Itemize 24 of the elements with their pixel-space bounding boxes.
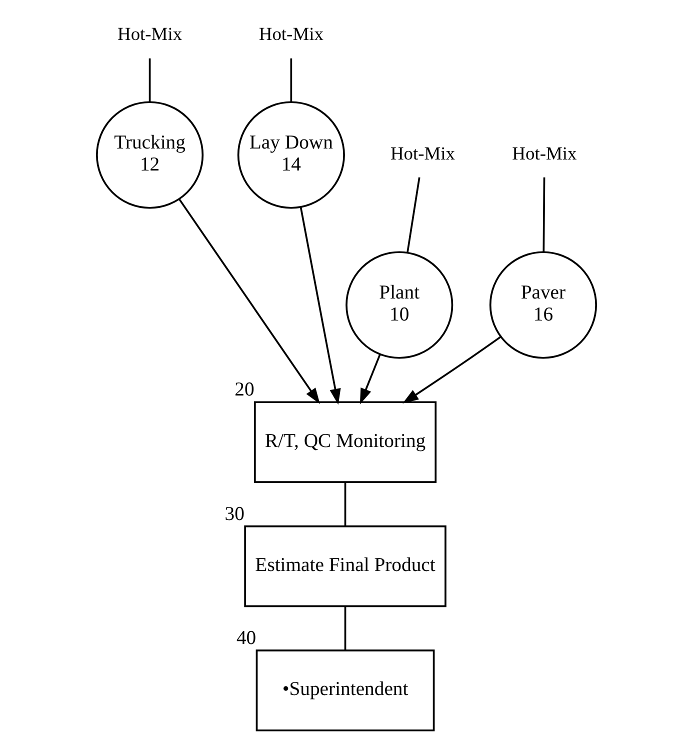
connector (344, 606, 346, 650)
node-text: Hot-Mix (390, 143, 455, 164)
connector (148, 58, 151, 102)
node-label: 20 (234, 378, 254, 401)
node-circle: Lay Down 14 (237, 101, 345, 209)
connector (290, 58, 292, 102)
node-circle: Plant 10 (346, 251, 454, 359)
node-text: Hot-Mix (118, 24, 182, 44)
connector (344, 482, 346, 526)
node-box: •Superintendent (256, 650, 435, 732)
node-text: Hot-Mix (512, 143, 577, 164)
node-text: Hot-Mix (258, 24, 324, 44)
node-circle: Paver 16 (489, 251, 597, 359)
node-label: 40 (236, 627, 256, 650)
arrow (402, 336, 502, 404)
node-circle: Trucking 12 (96, 101, 204, 209)
arrow (178, 198, 320, 404)
connector (406, 177, 420, 253)
node-box: R/T, QC Monitoring (254, 401, 437, 483)
node-box: Estimate Final Product (244, 525, 446, 608)
arrow (300, 207, 341, 405)
node-label: 30 (224, 502, 244, 525)
arrow (360, 354, 381, 404)
connector (542, 177, 546, 252)
